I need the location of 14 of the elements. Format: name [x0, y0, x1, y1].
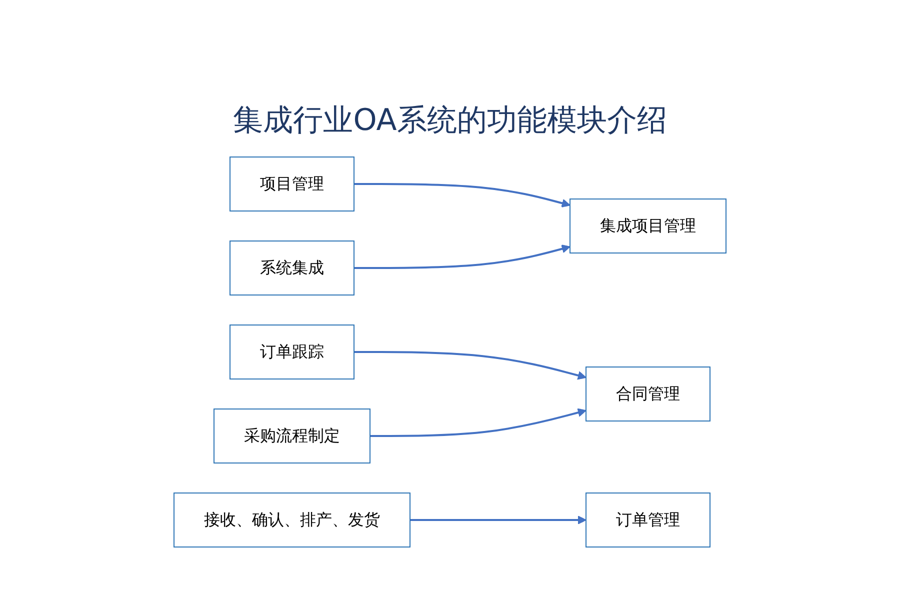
node-box: 集成项目管理 [570, 198, 726, 254]
node-box: 订单管理 [586, 492, 710, 548]
arrow [410, 516, 586, 524]
node-box: 系统集成 [230, 240, 354, 296]
arrow [370, 408, 586, 437]
diagram-title: 集成行业OA系统的功能模块介绍 [232, 102, 668, 140]
arrow [354, 244, 570, 269]
node-box: 订单跟踪 [230, 324, 354, 380]
arrow [354, 183, 570, 208]
node-box: 合同管理 [586, 366, 710, 422]
node-box: 项目管理 [230, 156, 354, 212]
node-box: 接收、确认、排产、发货 [174, 492, 410, 548]
node-box: 采购流程制定 [214, 408, 370, 464]
arrow [354, 351, 586, 380]
